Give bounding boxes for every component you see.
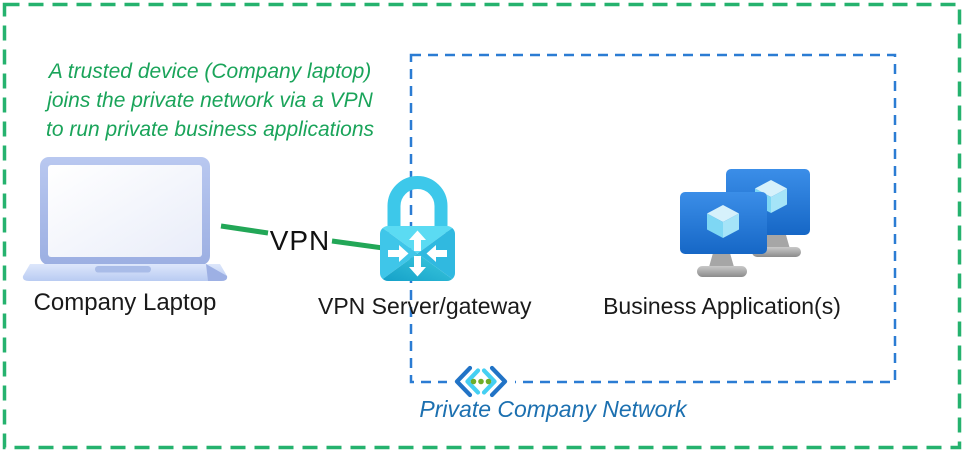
private-network-boundary	[409, 53, 897, 384]
company-laptop-label: Company Laptop	[33, 289, 217, 316]
private-company-network-label: Private Company Network	[419, 396, 687, 422]
lock-shackle	[387, 176, 448, 233]
cube-glyph-front	[707, 205, 739, 238]
vpn-connection-line	[220, 223, 384, 251]
front-monitor	[680, 192, 767, 277]
annotation-text: A trusted device (Company laptop) joins …	[24, 57, 396, 144]
vpn-server-gateway-label: VPN Server/gateway	[318, 293, 532, 319]
business-applications-label: Business Application(s)	[603, 293, 841, 319]
annotation-line-1: A trusted device (Company laptop)	[48, 60, 372, 83]
vpn-line-right	[331, 238, 384, 251]
vpn-line-left	[220, 223, 269, 236]
annotation-line-2: joins the private network via a VPN	[47, 89, 373, 112]
vnet-dots	[470, 378, 492, 385]
lock-arrows	[388, 230, 447, 277]
vpn-lock-icon	[380, 176, 455, 281]
virtual-network-icon	[447, 365, 515, 398]
business-apps-icon	[680, 169, 810, 277]
laptop-icon	[22, 157, 228, 281]
vpn-link-label: VPN	[269, 225, 331, 256]
annotation-line-3: to run private business applications	[45, 118, 375, 141]
